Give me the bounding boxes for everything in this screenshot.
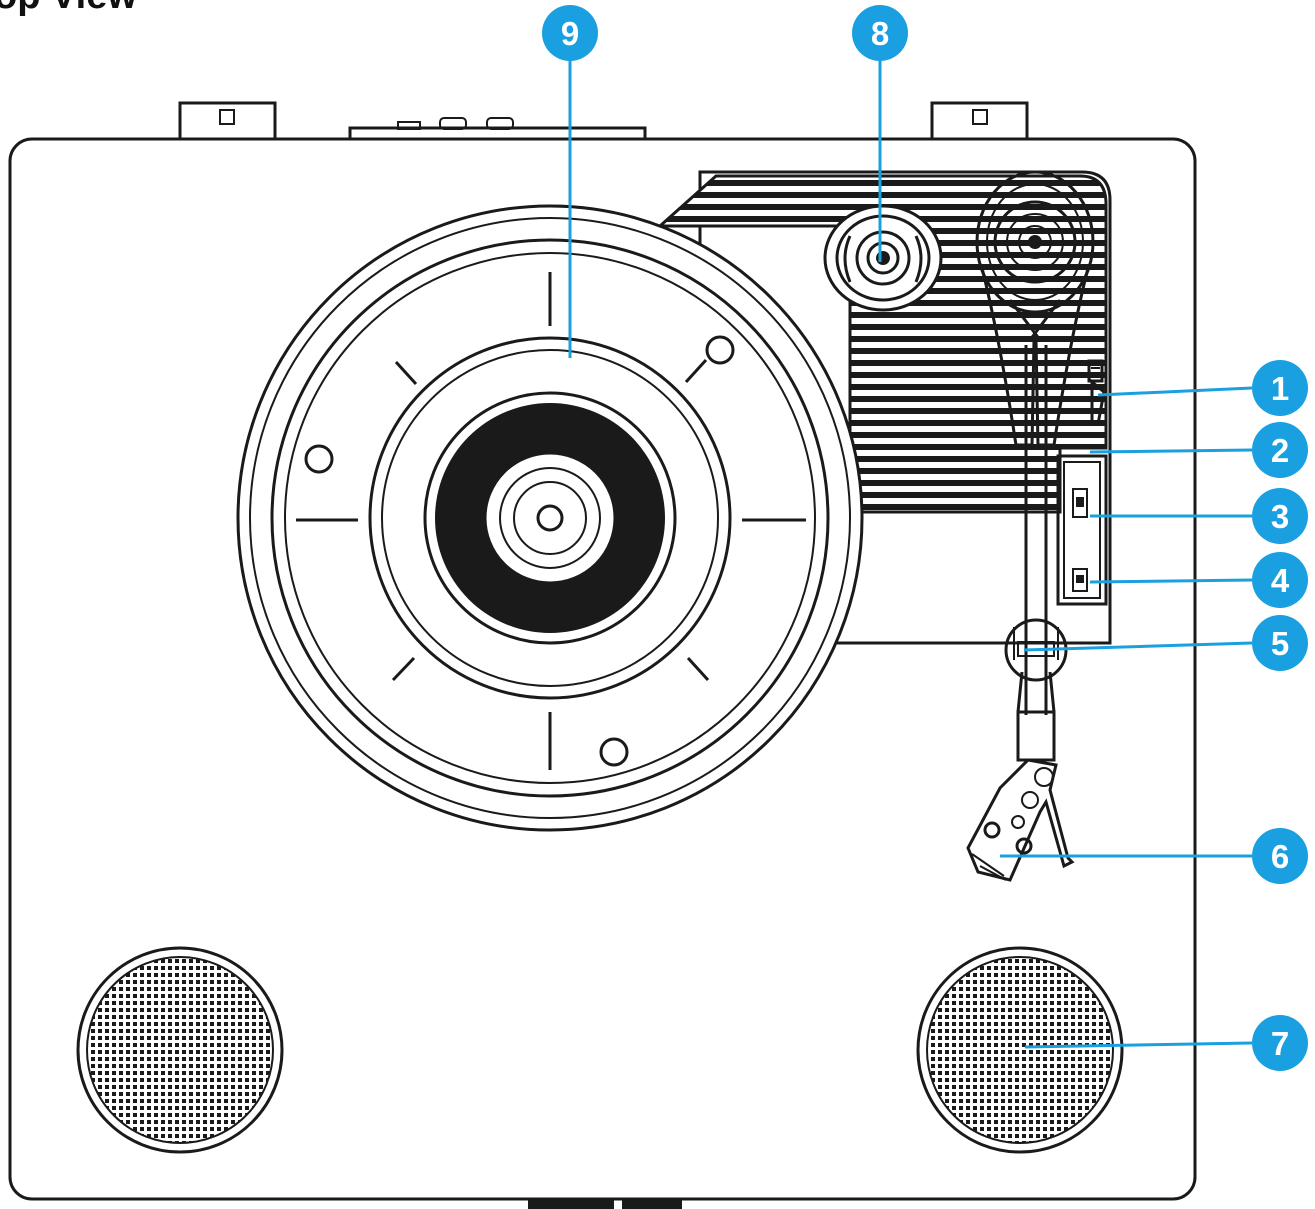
callout-badge-circle xyxy=(1252,422,1308,478)
callout-badges: 1 2 3 4 5 6 7 8 9 xyxy=(542,5,1308,1071)
speaker-right xyxy=(916,946,1124,1154)
callout-badge-7: 7 xyxy=(1252,1015,1308,1071)
callout-leader-7 xyxy=(1024,1041,1253,1049)
callout-badge-5: 5 xyxy=(1252,615,1308,671)
cue-lever xyxy=(1087,359,1106,426)
callout-badge-circle xyxy=(542,5,598,61)
callout-number: 1 xyxy=(1271,370,1289,407)
headshell xyxy=(966,758,1075,882)
callout-leaders xyxy=(568,60,1253,1049)
callout-number: 3 xyxy=(1271,498,1289,535)
callout-number: 7 xyxy=(1271,1025,1289,1062)
tonearm xyxy=(966,170,1095,882)
callout-badge-circle xyxy=(1252,1015,1308,1071)
callout-badge-2: 2 xyxy=(1252,422,1308,478)
speaker-left xyxy=(76,946,284,1154)
switch-panel xyxy=(1056,454,1108,606)
callout-badge-circle xyxy=(1252,360,1308,416)
callout-badge-circle xyxy=(1252,488,1308,544)
callout-number: 6 xyxy=(1271,838,1289,875)
callout-badge-8: 8 xyxy=(852,5,908,61)
callout-number: 5 xyxy=(1271,625,1289,662)
callout-badge-circle xyxy=(852,5,908,61)
callout-badge-circle xyxy=(1252,828,1308,884)
callout-leader-2 xyxy=(1089,448,1253,454)
callout-badge-9: 9 xyxy=(542,5,598,61)
speed-switch xyxy=(1072,488,1088,518)
callout-badge-circle xyxy=(1252,552,1308,608)
callout-badge-6: 6 xyxy=(1252,828,1308,884)
callout-number: 2 xyxy=(1271,432,1289,469)
adapter-holder xyxy=(823,204,943,312)
center-spindle xyxy=(536,504,564,532)
callout-leader-4 xyxy=(1089,578,1253,584)
front-foot-left xyxy=(528,1198,614,1209)
front-foot-right xyxy=(622,1198,682,1209)
auto-stop-switch xyxy=(1072,568,1088,592)
rear-hinge-left xyxy=(178,101,277,141)
callout-number: 9 xyxy=(561,15,579,52)
callout-leader-5 xyxy=(1023,641,1253,652)
callout-badge-4: 4 xyxy=(1252,552,1308,608)
rear-jack-panel xyxy=(348,117,647,139)
platter xyxy=(236,204,864,832)
callout-badge-1: 1 xyxy=(1252,360,1308,416)
page-title: op View xyxy=(0,0,137,17)
callout-badge-circle xyxy=(1252,615,1308,671)
callout-leader-1 xyxy=(1097,386,1253,397)
callout-number: 4 xyxy=(1271,562,1290,599)
callout-badge-3: 3 xyxy=(1252,488,1308,544)
rear-hinge-right xyxy=(930,101,1029,141)
callout-number: 8 xyxy=(871,15,889,52)
tonearm-plate xyxy=(656,170,1112,645)
